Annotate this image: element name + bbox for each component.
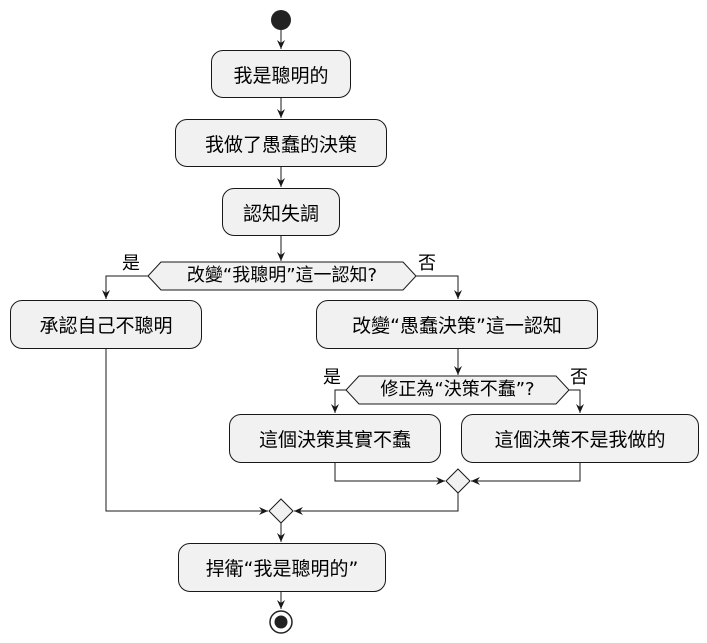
decision-2-text: 修正為“決策不蠢”? bbox=[380, 379, 535, 400]
action-admit: 承認自己不聰明 bbox=[10, 300, 202, 349]
edge-yes-truly bbox=[331, 389, 346, 413]
action-truly-foolish: 這個決策其實不蠢 bbox=[229, 414, 441, 463]
branch-yes-2: 是 bbox=[323, 367, 341, 388]
edge-admit-merge bbox=[105, 348, 268, 515]
branch-no-1: 否 bbox=[418, 253, 436, 274]
branch-no-2: 否 bbox=[570, 367, 588, 388]
start-node bbox=[271, 10, 291, 30]
action-foolish-decision: 我做了愚蠢的決策 bbox=[175, 119, 387, 167]
edge-merge2-merge1 bbox=[294, 493, 459, 515]
action-smart: 我是聰明的 bbox=[211, 50, 351, 98]
action-dissonance: 認知失調 bbox=[222, 188, 340, 236]
action-change-foolish: 改變“愚蠢決策”這一認知 bbox=[316, 300, 598, 349]
edge-truly-merge2 bbox=[334, 462, 445, 485]
action-not-me: 這個決策不是我做的 bbox=[461, 414, 699, 463]
branch-yes-1: 是 bbox=[122, 253, 140, 274]
end-node bbox=[269, 610, 293, 634]
edge-no-notme bbox=[569, 389, 584, 413]
merge-diamond-1 bbox=[268, 498, 294, 524]
merge-diamond-2 bbox=[445, 468, 471, 494]
edge-no-change bbox=[416, 275, 462, 299]
edge-notme-merge2 bbox=[471, 462, 581, 485]
action-defend: 捍衛“我是聰明的” bbox=[178, 543, 386, 592]
edge-yes-admit bbox=[102, 275, 148, 299]
decision-1-text: 改變“我聰明”這一認知? bbox=[186, 265, 378, 286]
